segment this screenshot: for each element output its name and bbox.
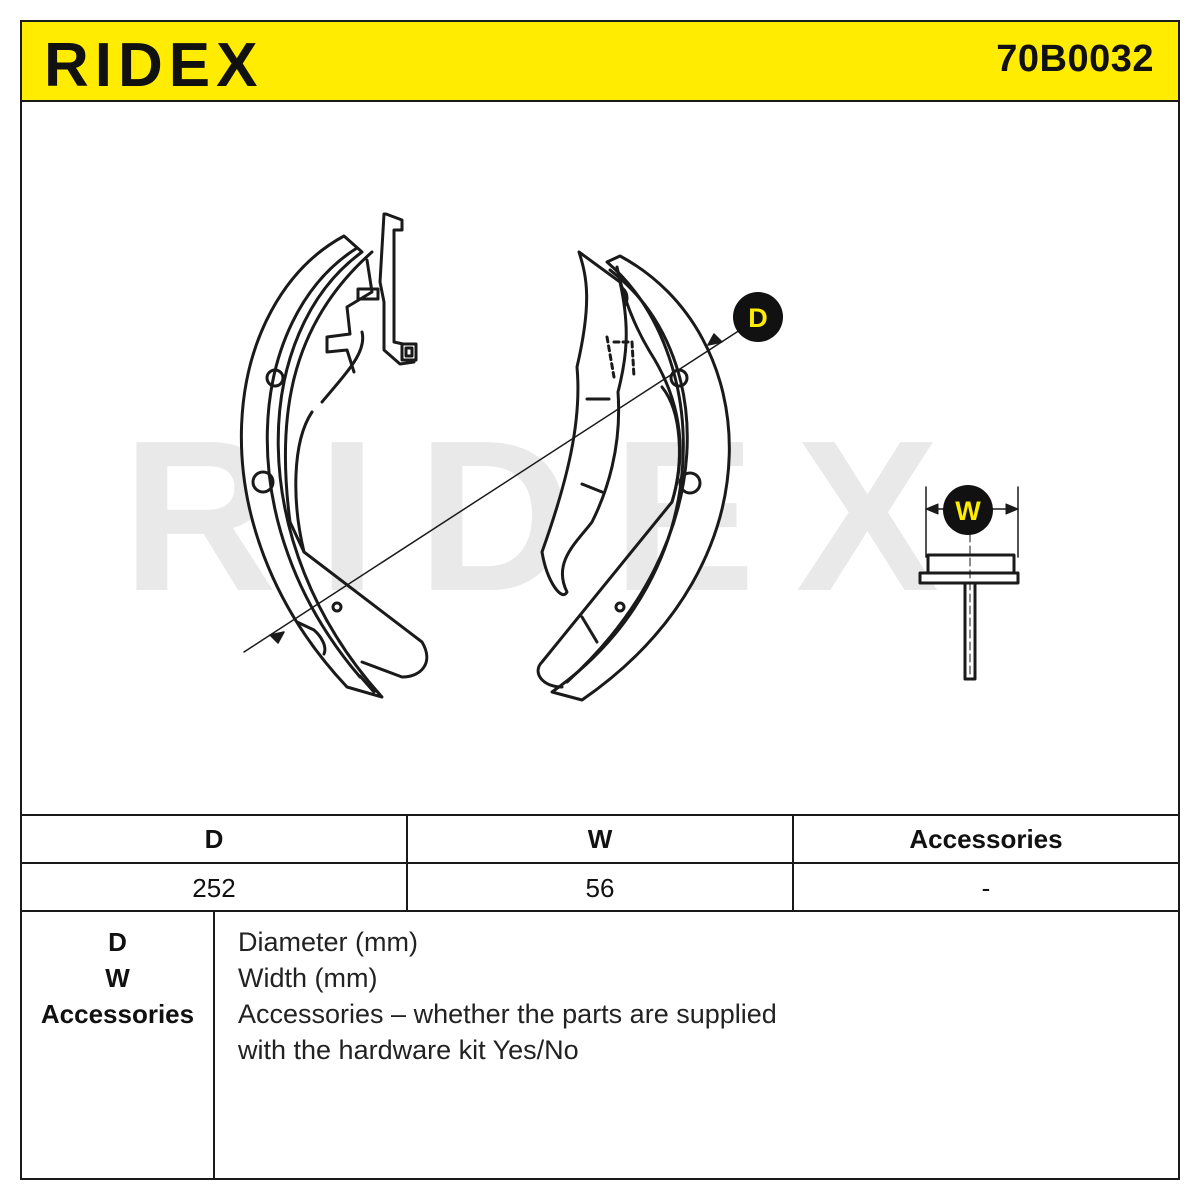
logo-text: RIDEX [44, 31, 263, 96]
right-brake-shoe [536, 250, 731, 702]
svg-text:W: W [955, 496, 981, 526]
left-brake-shoe [239, 212, 429, 699]
spec-table: D W Accessories 252 56 - [22, 814, 1178, 912]
header-cell-diameter: D [204, 823, 224, 854]
product-sheet: RIDEX 70B0032 RIDEX [20, 20, 1180, 1180]
legend-descriptions: Diameter (mm) Width (mm) Accessories – w… [238, 924, 1158, 1068]
header-cell-accessories: Accessories [792, 816, 1178, 862]
width-profile [918, 486, 1020, 681]
legend-key-diameter: D [108, 927, 127, 957]
diameter-badge: D [733, 292, 783, 342]
legend-desc-diameter: Diameter (mm) [238, 927, 418, 957]
width-badge: W [943, 485, 993, 535]
legend: D W Accessories Diameter (mm) Width (mm)… [22, 912, 1178, 1178]
part-number: 70B0032 [996, 38, 1154, 80]
svg-text:D: D [748, 303, 768, 333]
value-cell-accessories: - [792, 864, 1178, 912]
header-bar: RIDEX 70B0032 [22, 22, 1178, 102]
header-cell-width: W [406, 816, 792, 862]
value-cell-width: 56 [406, 864, 792, 912]
technical-drawing: RIDEX [22, 102, 1178, 814]
value-cell-diameter: 252 [192, 872, 236, 903]
legend-desc-accessories-2: with the hardware kit Yes/No [238, 1035, 579, 1065]
legend-key-width: W [105, 963, 130, 993]
ridex-logo: RIDEX [44, 31, 263, 96]
diameter-dimension-line [243, 329, 741, 653]
legend-key-accessories: Accessories [40, 999, 195, 1029]
spec-table-value-row: 252 56 - [22, 864, 1178, 912]
brake-shoe-drawing: RIDEX [122, 212, 1020, 702]
spec-table-header-row: D W Accessories [22, 816, 1178, 864]
legend-desc-accessories-1: Accessories – whether the parts are supp… [238, 999, 777, 1029]
legend-desc-width: Width (mm) [238, 963, 378, 993]
legend-keys: D W Accessories [22, 912, 215, 1178]
